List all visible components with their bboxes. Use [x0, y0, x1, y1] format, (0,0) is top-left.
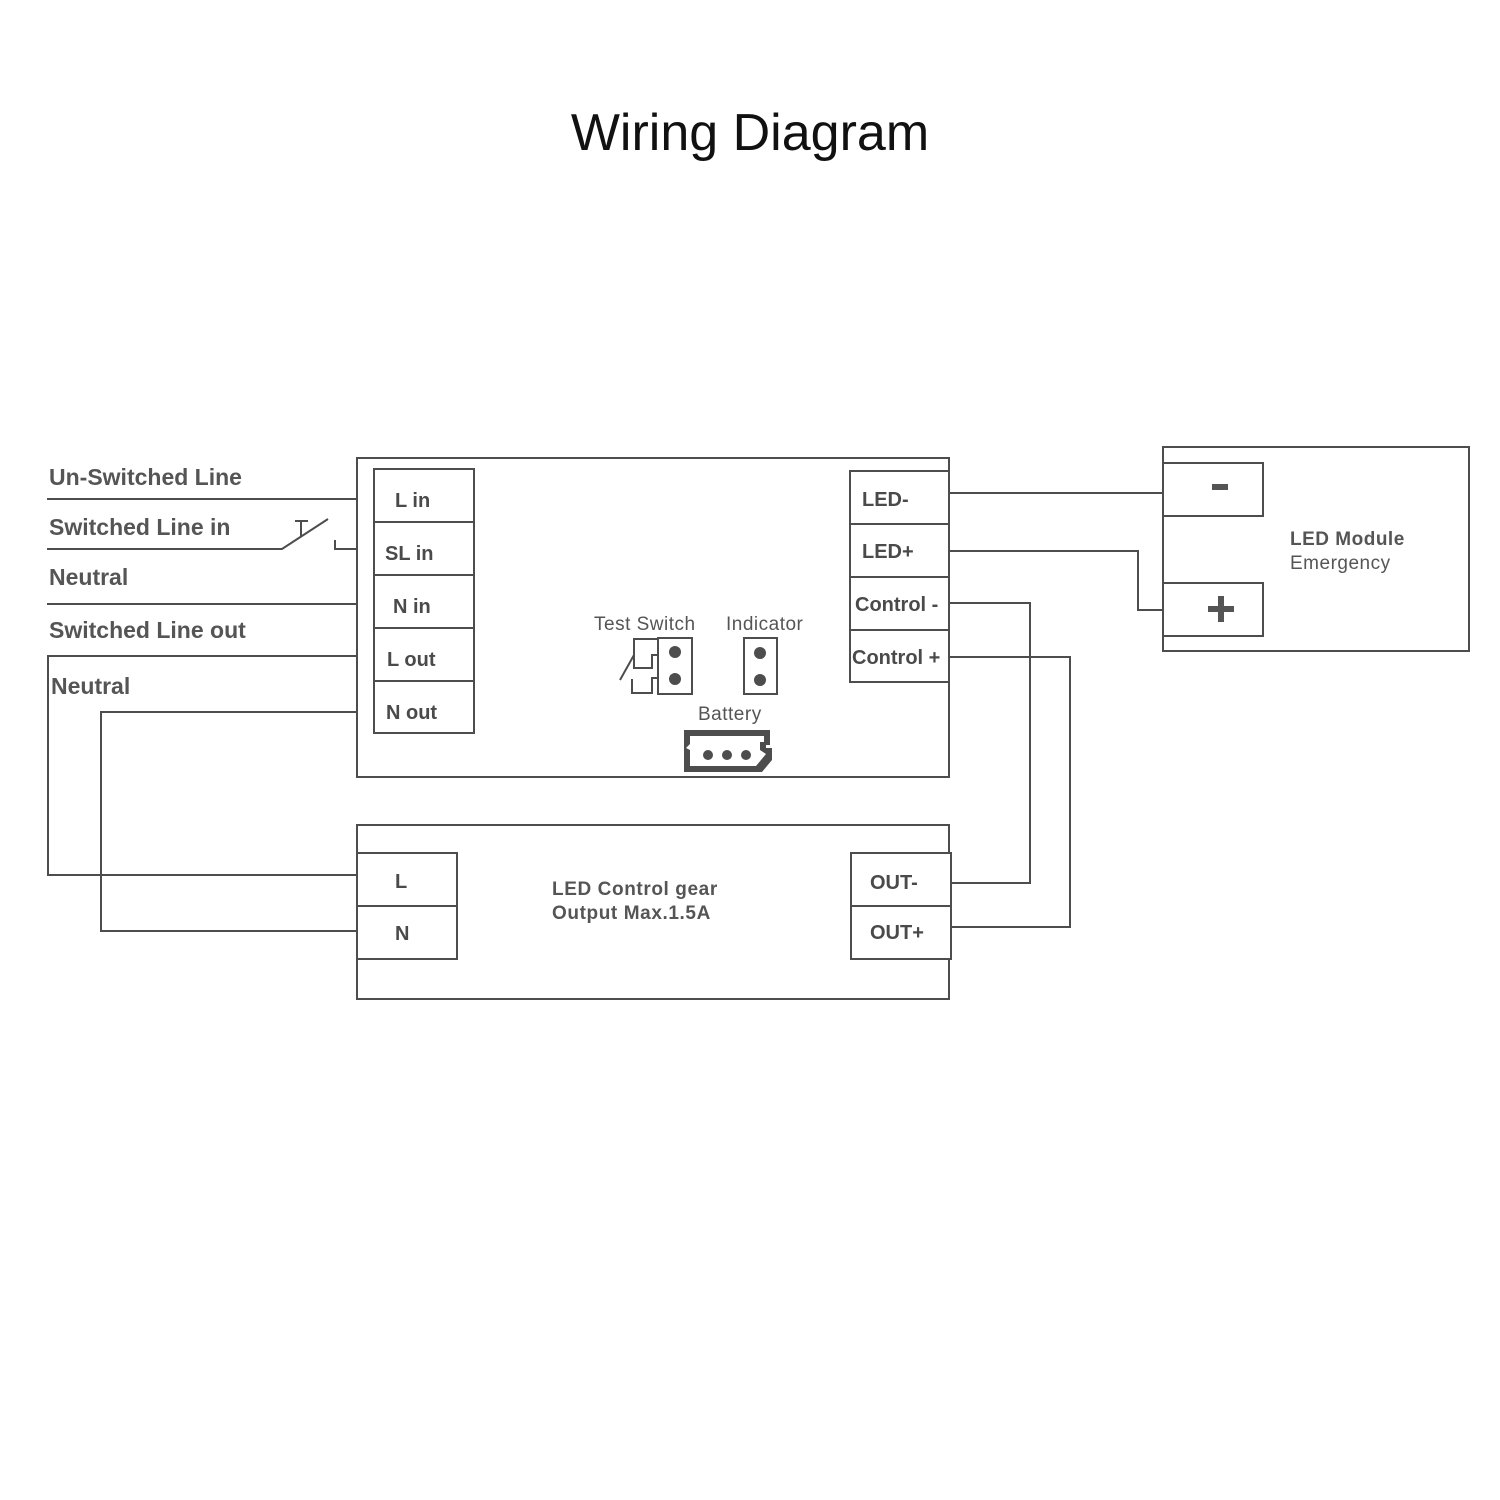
- terminal-label-l-in: L in: [395, 490, 430, 512]
- test-switch-icon[interactable]: [619, 637, 693, 695]
- terminal-label-led-minus: LED-: [862, 489, 909, 511]
- label-unswitched-line: Un-Switched Line: [49, 464, 242, 490]
- wire-led-plus: [949, 550, 1163, 611]
- plus-sign-icon: [1208, 596, 1234, 622]
- gear-terminal-out-plus[interactable]: [850, 905, 952, 960]
- gear-label-out-plus: OUT+: [870, 922, 924, 944]
- input-terminal-block: L in SL in N in L out N out: [373, 468, 475, 734]
- control-gear-title: LED Control gear: [552, 879, 718, 900]
- gear-terminal-l[interactable]: [356, 852, 458, 907]
- diagram-title: Wiring Diagram: [571, 104, 929, 162]
- label-switched-line-out: Switched Line out: [49, 617, 246, 643]
- wire-control-minus-to-out-minus: [949, 602, 1031, 884]
- gear-terminal-out-minus[interactable]: [850, 852, 952, 907]
- terminal-label-l-out: L out: [387, 649, 436, 671]
- battery-connector-icon[interactable]: [684, 730, 772, 772]
- control-gear-subtitle: Output Max.1.5A: [552, 903, 711, 924]
- terminal-label-n-in: N in: [393, 596, 431, 618]
- gear-label-out-minus: OUT-: [870, 872, 918, 894]
- label-switched-line-in: Switched Line in: [49, 514, 230, 540]
- gear-terminal-n[interactable]: [356, 905, 458, 960]
- gear-label-l: L: [395, 871, 407, 893]
- led-module-title: LED Module: [1290, 529, 1405, 550]
- terminal-label-led-plus: LED+: [862, 541, 914, 563]
- indicator-icon: [743, 637, 778, 695]
- indicator-label: Indicator: [726, 614, 804, 635]
- wire-nout-to-gear-n: [100, 711, 374, 932]
- terminal-label-control-plus: Control +: [852, 647, 940, 669]
- terminal-label-n-out: N out: [386, 702, 437, 724]
- battery-label: Battery: [698, 704, 762, 725]
- label-neutral-in: Neutral: [49, 564, 128, 590]
- switch-t-icon: [295, 520, 308, 536]
- test-switch-label: Test Switch: [594, 614, 696, 635]
- wire-control-plus-to-out-plus: [949, 656, 1071, 928]
- minus-sign-icon: [1212, 484, 1228, 490]
- terminal-l-out[interactable]: [373, 627, 475, 682]
- terminal-l-in[interactable]: [373, 468, 475, 523]
- gear-label-n: N: [395, 923, 409, 945]
- terminal-sl-in[interactable]: [373, 521, 475, 576]
- terminal-led-minus[interactable]: [849, 470, 950, 525]
- led-module-subtitle: Emergency: [1290, 553, 1391, 574]
- wire-switched-line-in: [47, 518, 329, 550]
- output-terminal-block: LED- LED+ Control - Control +: [849, 470, 950, 683]
- wire-lout-to-gear-l: [47, 655, 374, 876]
- label-neutral-out: Neutral: [51, 673, 130, 699]
- terminal-label-control-minus: Control -: [855, 594, 938, 616]
- terminal-n-out[interactable]: [373, 680, 475, 734]
- terminal-label-sl-in: SL in: [385, 543, 434, 565]
